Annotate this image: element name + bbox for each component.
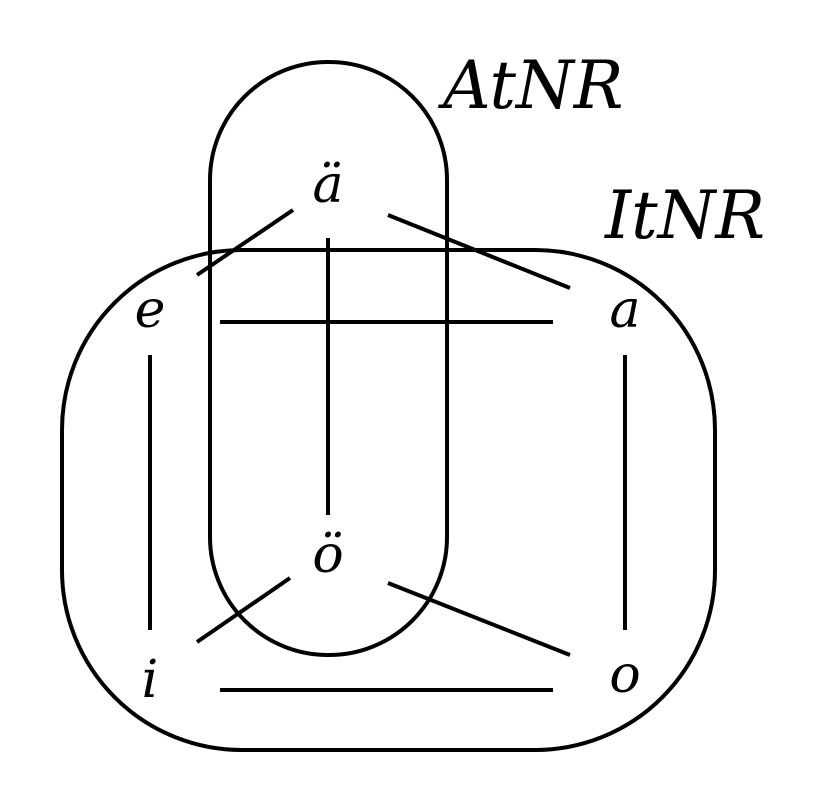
node-a-umlaut: ä [312, 155, 343, 215]
node-a: a [609, 280, 640, 340]
node-o-umlaut: ö [312, 525, 343, 585]
edge-a-umlaut-e [195, 208, 295, 277]
edge-o-umlaut-o [387, 581, 571, 657]
node-o: o [609, 645, 640, 705]
itnr-label: ItNR [604, 177, 765, 254]
node-e: e [135, 280, 166, 340]
itnr-region [60, 248, 717, 752]
node-i: i [142, 650, 159, 710]
atnr-label: AtNR [437, 47, 623, 124]
edge-a-umlaut-a [387, 213, 571, 290]
edge-o-umlaut-i [195, 576, 292, 644]
atnr-region [208, 60, 449, 657]
